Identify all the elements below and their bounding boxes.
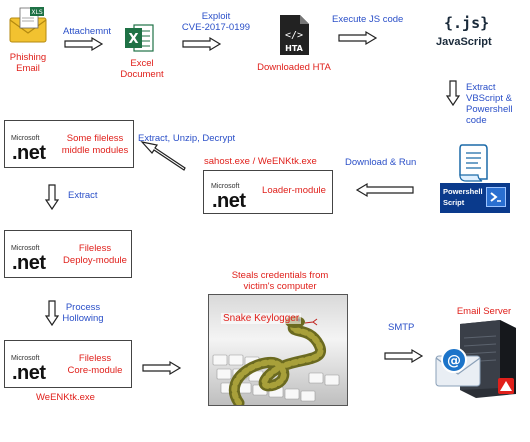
edge-extract-label: Extract xyxy=(68,190,98,201)
arrow-core-to-keylogger xyxy=(142,360,182,376)
arrow-deploy-to-core xyxy=(44,300,60,327)
edge-smtp-label: SMTP xyxy=(388,322,415,333)
module-loader-label: Loader-module xyxy=(262,185,326,196)
module-core-box: Microsoft .net Fileless Core-module xyxy=(4,340,132,388)
dotnet-microsoft-text: Microsoft xyxy=(11,135,40,142)
svg-text:XLS: XLS xyxy=(31,9,42,16)
powershell-prompt-icon xyxy=(486,187,506,207)
module-middle-label: Some fileless middle modules xyxy=(61,133,129,156)
hta-file-icon: </> HTA xyxy=(278,14,310,56)
module-deploy-label: Fileless Deploy-module xyxy=(63,243,127,266)
dotnet-microsoft-text: Microsoft xyxy=(11,355,40,362)
powershell-badge-line2: Script xyxy=(443,198,465,207)
edge-download-run-label: Download & Run xyxy=(345,157,417,168)
email-server-label: Email Server xyxy=(456,306,512,317)
dotnet-logo-text: .net xyxy=(12,362,46,384)
dotnet-logo-text: .net xyxy=(12,142,46,164)
phishing-email-label: Phishing Email xyxy=(9,52,47,74)
arrow-hta-to-js xyxy=(338,30,378,46)
keylogger-image: Snake Keylogger xyxy=(208,294,348,406)
javascript-name-text: JavaScript xyxy=(436,36,492,48)
powershell-badge: Powershell Script xyxy=(440,183,510,213)
excel-icon: X xyxy=(124,22,154,54)
module-middle-box: Microsoft .net Some fileless middle modu… xyxy=(4,120,134,168)
module-deploy-box: Microsoft .net Fileless Deploy-module xyxy=(4,230,132,278)
downloaded-hta-label: Downloaded HTA xyxy=(257,62,331,73)
arrow-middle-to-deploy xyxy=(44,184,60,211)
arrow-excel-to-hta xyxy=(182,36,222,52)
arrow-email-to-excel xyxy=(64,36,104,52)
javascript-brand-text: {.js} xyxy=(444,14,490,32)
arrow-loader-to-middle xyxy=(140,141,186,171)
svg-text:</>: </> xyxy=(285,30,303,41)
edge-execute-js-label: Execute JS code xyxy=(332,14,404,25)
edge-exploit-label: Exploit CVE-2017-0199 xyxy=(181,11,251,33)
edge-extract-vbs-label: Extract VBScript & Powershell code xyxy=(466,82,513,126)
dotnet-microsoft-text: Microsoft xyxy=(11,245,40,252)
arrow-keylogger-to-server xyxy=(384,348,424,364)
edge-attachment-label: Attachemnt xyxy=(63,26,112,37)
svg-text:X: X xyxy=(128,32,138,47)
arrow-powershell-to-loader xyxy=(355,182,414,198)
dotnet-logo-text: .net xyxy=(212,190,246,212)
svg-text:@: @ xyxy=(447,353,461,369)
edge-process-hollowing-label: Process Hollowing xyxy=(62,302,104,324)
edge-steals-label: Steals credentials from victim's compute… xyxy=(231,270,329,292)
module-loader-box: Microsoft .net Loader-module xyxy=(203,170,333,214)
phishing-email-icon: XLS xyxy=(8,6,48,46)
email-server-icon: @ xyxy=(430,318,522,400)
edge-extract-unzip-label: Extract, Unzip, Decrypt xyxy=(138,133,236,144)
dotnet-logo-text: .net xyxy=(12,252,46,274)
excel-document-label: Excel Document xyxy=(120,58,164,80)
core-file-caption: WeENKtk.exe xyxy=(36,392,95,403)
hta-tag-text: HTA xyxy=(285,44,304,53)
module-core-label: Fileless Core-module xyxy=(67,353,123,376)
dotnet-microsoft-text: Microsoft xyxy=(211,183,240,190)
loader-file-caption: sahost.exe / WeENKtk.exe xyxy=(204,156,317,167)
powershell-badge-line1: Powershell xyxy=(443,187,483,196)
javascript-logo: {.js} JavaScript xyxy=(432,14,502,52)
arrow-js-to-powershell xyxy=(445,80,461,107)
powershell-script-icon: Powershell Script xyxy=(440,143,510,215)
keylogger-label: Snake Keylogger xyxy=(221,313,302,324)
